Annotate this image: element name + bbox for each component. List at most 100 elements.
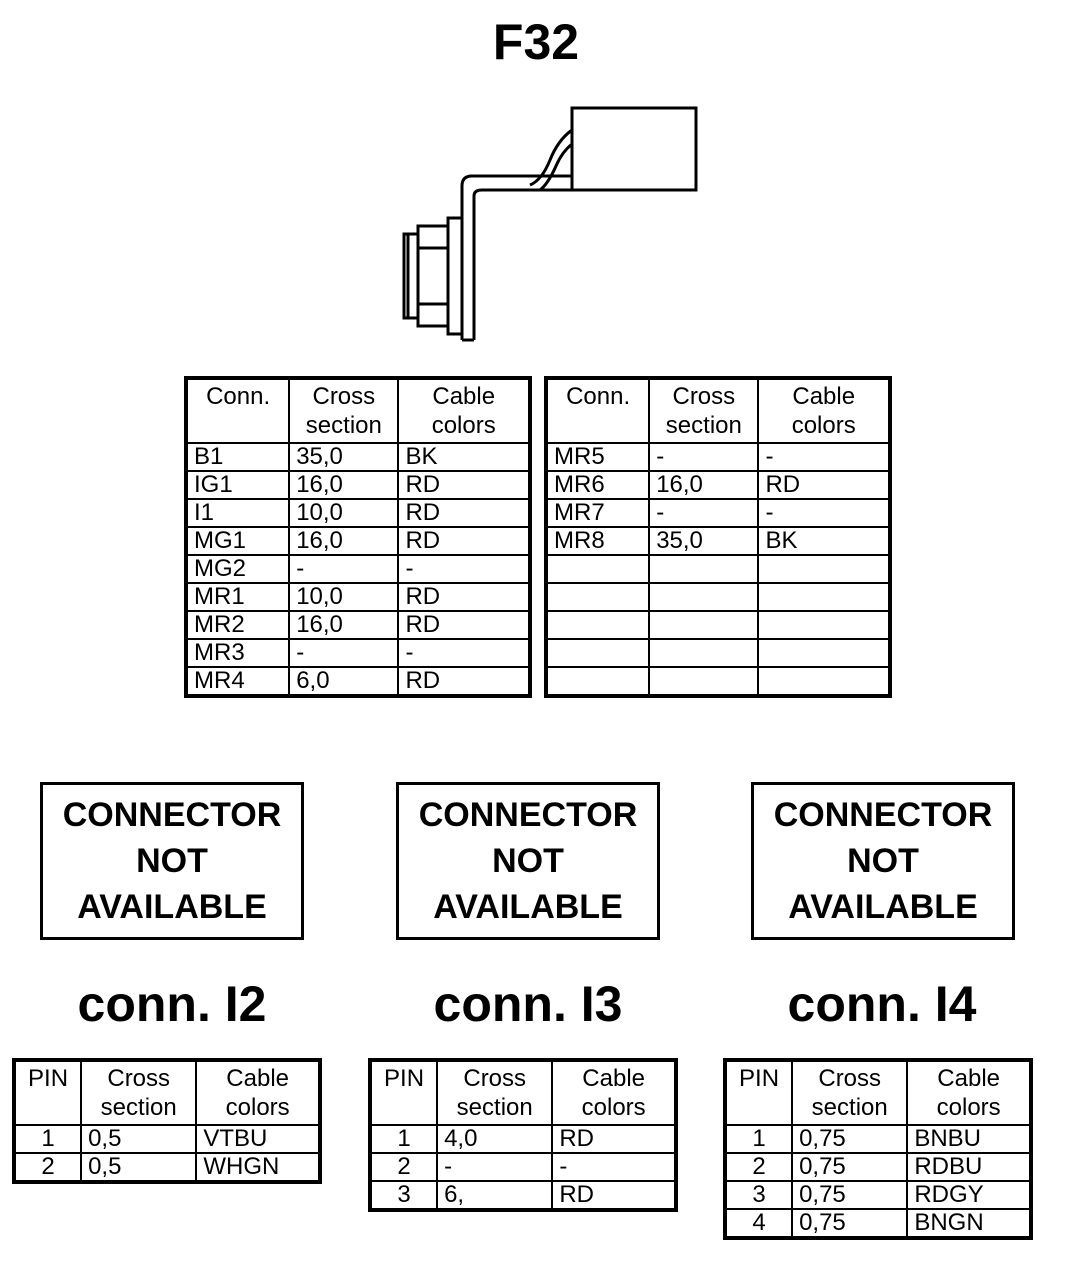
- table-cell: BNGN: [906, 1208, 1032, 1239]
- table-cell: -: [551, 1152, 677, 1182]
- table-cell: [544, 666, 651, 697]
- header-cell: PIN: [368, 1059, 439, 1126]
- table-cell: 2: [368, 1152, 439, 1182]
- table-row: [544, 638, 891, 668]
- table-cell: 0,75: [791, 1208, 909, 1239]
- table-cell: MR1: [184, 582, 291, 612]
- table-cell: [757, 638, 891, 668]
- table-cell: [757, 610, 891, 640]
- table-row: MR3--: [184, 638, 531, 668]
- connector-label-i2: conn. I2: [77, 976, 267, 1032]
- table-cell: -: [397, 638, 531, 668]
- table-cell: -: [648, 442, 760, 472]
- table-cell: BNBU: [906, 1124, 1032, 1154]
- table-row: [544, 610, 891, 640]
- table-row: [544, 582, 891, 612]
- table-cell: MR7: [544, 498, 651, 528]
- table-cell: WHGN: [195, 1152, 321, 1183]
- table-cell: RD: [397, 526, 531, 556]
- table-cell: MR2: [184, 610, 291, 640]
- table-cell: [757, 666, 891, 697]
- connector-label-i4: conn. I4: [787, 976, 977, 1032]
- terminal-bracket-drawing-icon: [402, 106, 698, 342]
- table-cell: [648, 610, 760, 640]
- table-row: MG2--: [184, 554, 531, 584]
- table-cell: 6,: [436, 1180, 554, 1211]
- table-cell: 3: [723, 1180, 794, 1210]
- table-cell: [757, 582, 891, 612]
- table-cell: [648, 554, 760, 584]
- table-cell: MR3: [184, 638, 291, 668]
- table-cell: 0,75: [791, 1124, 909, 1154]
- header-cell: Conn.: [184, 377, 291, 444]
- table-cell: MR4: [184, 666, 291, 697]
- table-cell: 16,0: [288, 470, 400, 500]
- table-cell: -: [397, 554, 531, 584]
- table-cell: RD: [551, 1124, 677, 1154]
- na-line: AVAILABLE: [433, 888, 623, 926]
- table-cell: B1: [184, 442, 291, 472]
- table-cell: [648, 666, 760, 697]
- table-cell: RD: [551, 1180, 677, 1211]
- table-cell: MG1: [184, 526, 291, 556]
- table-row: MR5--: [544, 442, 891, 472]
- na-line: CONNECTOR: [62, 796, 282, 834]
- table-row: [544, 554, 891, 584]
- table-cell: 2: [12, 1152, 83, 1183]
- table-cell: MR8: [544, 526, 651, 556]
- table-cell: [648, 582, 760, 612]
- table-cell: 0,75: [791, 1152, 909, 1182]
- table-cell: -: [288, 638, 400, 668]
- connector-label-i3: conn. I3: [433, 976, 623, 1032]
- table-cell: RDGY: [906, 1180, 1032, 1210]
- na-line: CONNECTOR: [418, 796, 638, 834]
- connector-not-available-box: CONNECTOR NOT AVAILABLE: [751, 782, 1015, 940]
- table-cell: 4: [723, 1208, 794, 1239]
- table-cell: [544, 582, 651, 612]
- table-cell: RD: [757, 470, 891, 500]
- table-row: 2--: [368, 1152, 677, 1182]
- table-cell: 10,0: [288, 582, 400, 612]
- table-cell: RD: [397, 582, 531, 612]
- header-cell: Cross section: [288, 377, 400, 444]
- table-cell: RD: [397, 470, 531, 500]
- header-cell: Cross section: [648, 377, 760, 444]
- table-cell: [648, 638, 760, 668]
- header-cell: Cross section: [791, 1059, 909, 1126]
- header-cell: Cross section: [80, 1059, 198, 1126]
- header-cell: Cable colors: [551, 1059, 677, 1126]
- table-cell: 1: [368, 1124, 439, 1154]
- table-cell: BK: [397, 442, 531, 472]
- table-cell: MR6: [544, 470, 651, 500]
- connector-not-available-box: CONNECTOR NOT AVAILABLE: [40, 782, 304, 940]
- table-cell: [544, 554, 651, 584]
- table-cell: 10,0: [288, 498, 400, 528]
- table-cell: 16,0: [648, 470, 760, 500]
- connector-not-available-box: CONNECTOR NOT AVAILABLE: [396, 782, 660, 940]
- table-cell: RD: [397, 610, 531, 640]
- table-cell: -: [757, 442, 891, 472]
- na-line: NOT: [136, 842, 208, 880]
- na-line: NOT: [492, 842, 564, 880]
- table-cell: 16,0: [288, 610, 400, 640]
- table-cell: [544, 610, 651, 640]
